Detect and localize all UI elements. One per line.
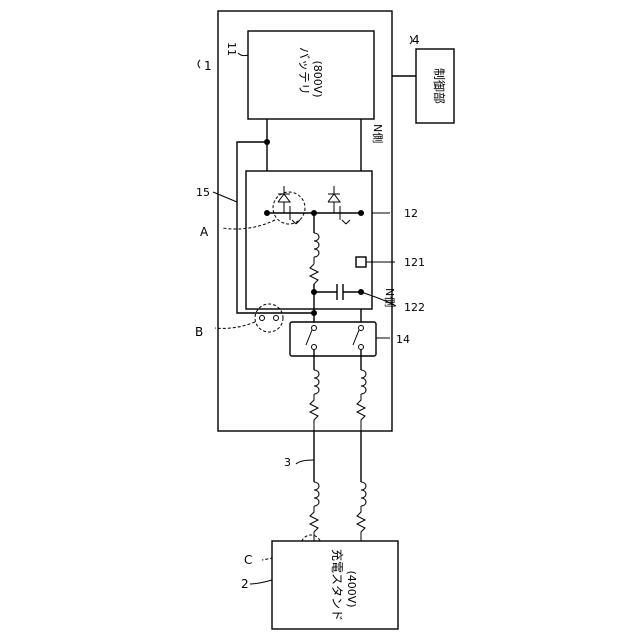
callout-a: A [200,225,209,239]
junction-cap-p [311,289,317,295]
controller-ref: 4 [412,33,420,47]
capacitor-ref: 122 [404,301,425,314]
station-ref: 2 [241,577,249,591]
frame-ref: 15 [196,186,210,199]
cable-n-reactor [361,482,366,506]
n-side-label-upper: N側 [371,124,384,143]
callout-c: C [244,553,252,567]
junction-cap-n [358,289,364,295]
cable-p-reactor [314,482,319,506]
cable-n-resistor [357,506,365,541]
station-ref-leader [250,580,272,584]
junction-frame-bus [311,310,317,316]
callout-b: B [195,325,203,339]
cable-ref-leader [296,460,314,464]
battery-name: バッテリ [297,47,311,95]
station-name: 充電スタンド [330,549,345,621]
station-voltage: (400V) [345,570,358,607]
converter-ref: 12 [404,207,418,220]
controller-name: 制御部 [432,68,447,104]
current-sensor [356,257,366,267]
cable-ref: 3 [284,456,291,469]
n-side-label-lower: N側 [383,288,396,307]
junction-frame-top [264,139,270,145]
battery-voltage: (800V) [311,60,324,97]
junction-p-bus [264,210,270,216]
battery-ref: 11 [225,42,238,56]
converter-box [246,171,372,309]
sensor-ref: 121 [404,256,425,269]
vehicle-ref-leader [198,60,200,68]
vehicle-ref: 1 [204,59,212,73]
relay-ref: 14 [396,333,410,346]
junction-n-bus [358,210,364,216]
junction-midpoint [311,210,317,216]
cable-p-resistor [310,506,318,541]
